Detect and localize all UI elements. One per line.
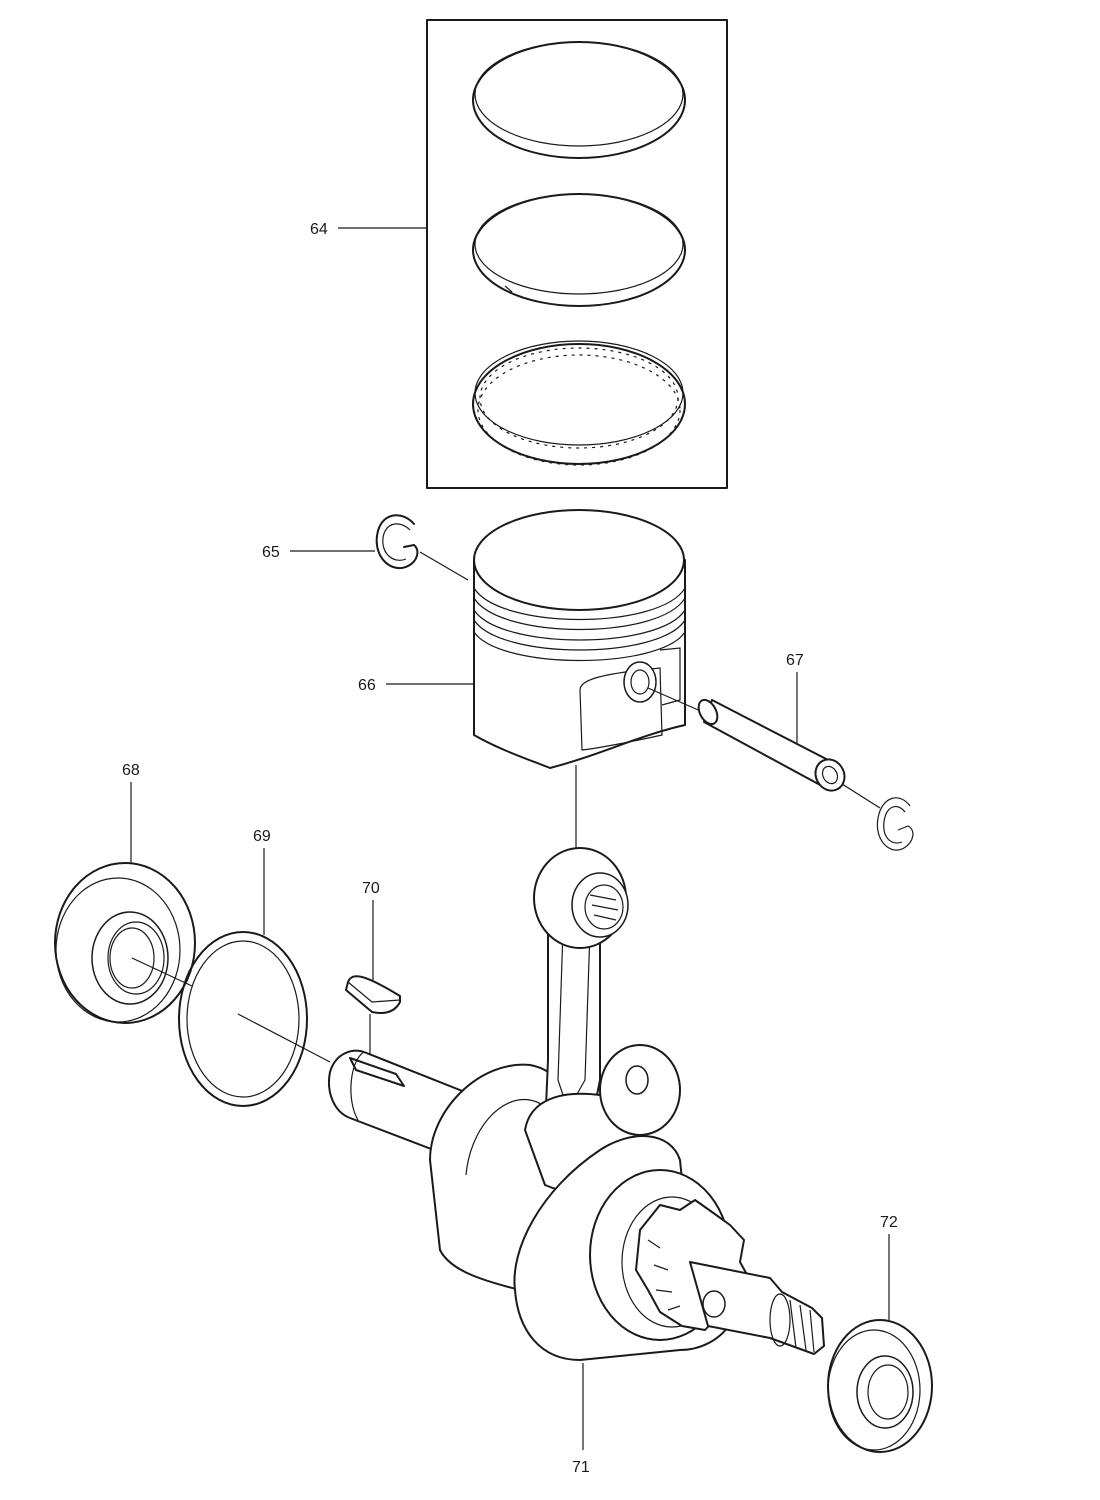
callout-68: 68: [122, 762, 140, 779]
shim-ring-69: 69: [178, 828, 331, 1107]
ring-set-frame: [426, 19, 728, 489]
piston-ring-oil: [472, 340, 686, 466]
bearing-68: 68: [54, 762, 196, 1024]
piston-pin-67: 67: [647, 652, 914, 851]
crankshaft-71: 71: [328, 765, 825, 1476]
callout-66: 66: [358, 677, 376, 694]
callout-71: 71: [572, 1459, 590, 1476]
circlip-second: [841, 783, 914, 851]
callout-70: 70: [362, 880, 380, 897]
callout-67: 67: [786, 652, 804, 669]
bearing-72: 72: [827, 1214, 933, 1453]
circlip-65: 65: [262, 514, 469, 581]
piston-66: 66: [358, 509, 686, 769]
piston-ring-top: [472, 41, 686, 159]
leader-65-to-piston: [419, 551, 469, 581]
callout-69: 69: [253, 828, 271, 845]
callout-72: 72: [880, 1214, 898, 1231]
piston-ring-middle: [472, 193, 686, 307]
piston-ring-set-64: 64: [310, 19, 728, 489]
woodruff-key-70: 70: [345, 880, 401, 1060]
callout-64: 64: [310, 221, 328, 238]
callout-65: 65: [262, 544, 280, 561]
